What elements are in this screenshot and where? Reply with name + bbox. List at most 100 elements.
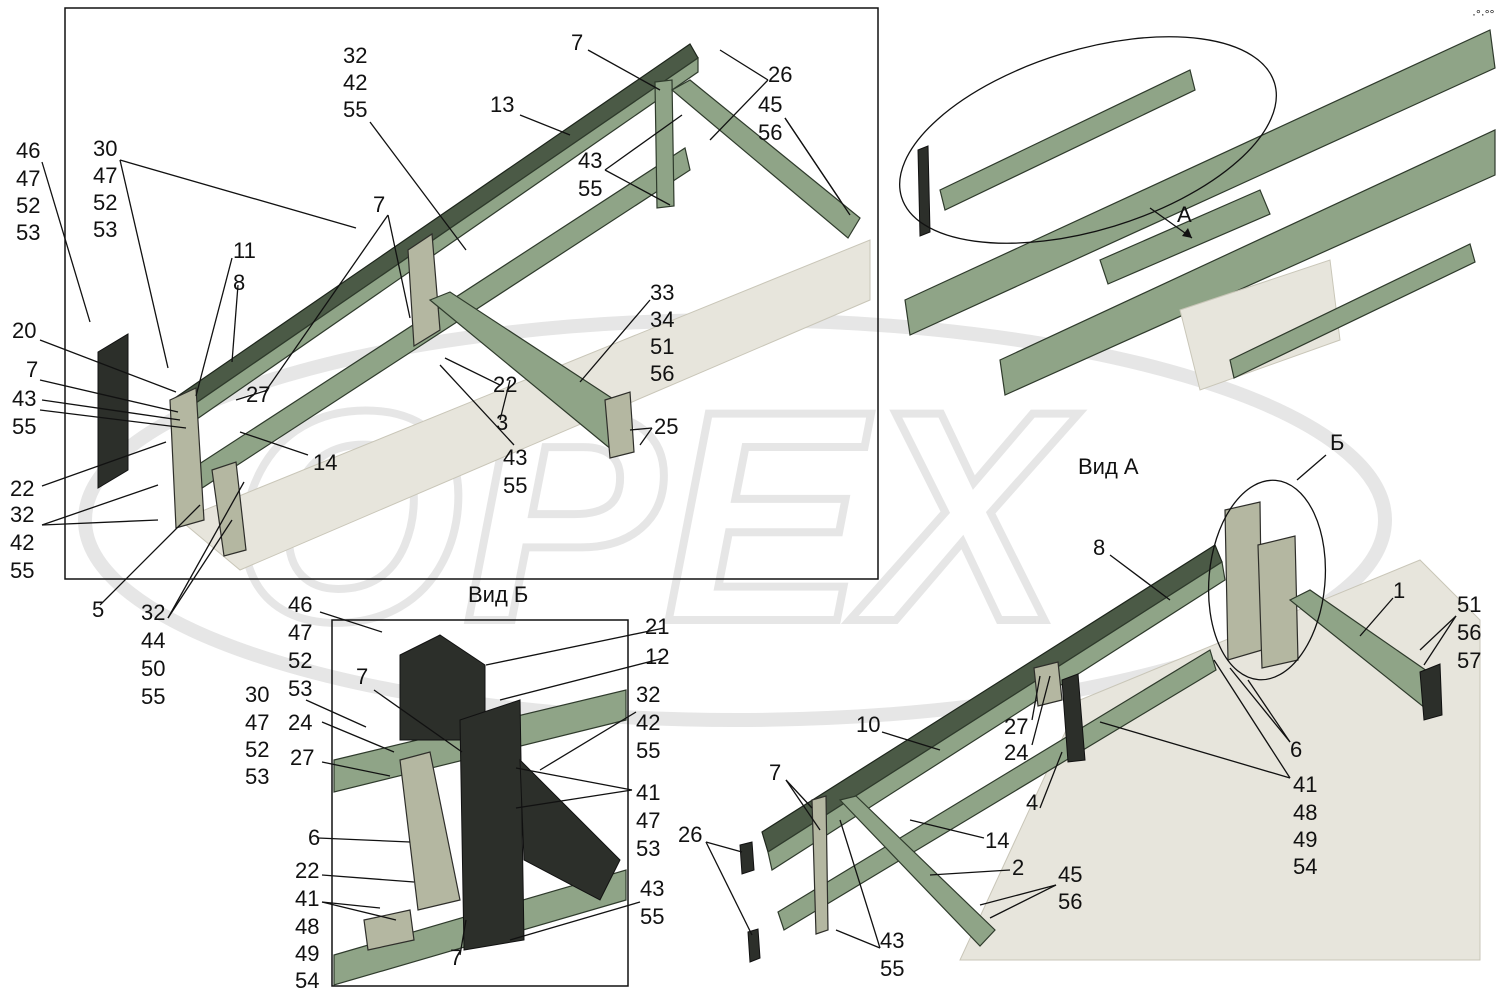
- label-32a: 32: [343, 43, 367, 68]
- label-55c: 55: [12, 414, 36, 439]
- view-b-title: Вид Б: [468, 582, 528, 607]
- label-45b: 45: [1058, 862, 1082, 887]
- label-46b: 46: [288, 592, 312, 617]
- label-47: 47: [16, 166, 40, 191]
- label-55h: 55: [640, 904, 664, 929]
- detail-frame-top-left: [64, 7, 879, 580]
- label-1: 1: [1393, 578, 1405, 603]
- label-7f: 7: [769, 760, 781, 785]
- label-56a: 56: [758, 120, 782, 145]
- label-7d: 7: [356, 664, 368, 689]
- rear-strut-26: [670, 79, 861, 239]
- label-56c: 56: [1457, 620, 1481, 645]
- label-51a: 51: [650, 334, 674, 359]
- label-4: 4: [1026, 790, 1038, 815]
- watermark: OPEX: [78, 313, 1392, 727]
- view-a: Вид А Б: [739, 430, 1481, 963]
- label-52c: 52: [288, 648, 312, 673]
- arrow-a-head: [1182, 228, 1192, 238]
- label-43e: 43: [880, 928, 904, 953]
- label-49a: 49: [295, 941, 319, 966]
- label-24b: 24: [1004, 740, 1028, 765]
- view-a-strut-end: [1419, 663, 1443, 721]
- view-b: Вид Б: [331, 582, 629, 987]
- view-a-middle-bracket-4: [1061, 673, 1086, 763]
- label-47d: 47: [245, 710, 269, 735]
- label-47c: 47: [288, 620, 312, 645]
- label-7e: 7: [450, 945, 462, 970]
- label-32d: 32: [636, 682, 660, 707]
- label-42b: 42: [10, 530, 34, 555]
- label-2: 2: [1012, 855, 1024, 880]
- view-a-strut-2: [838, 795, 996, 947]
- label-25: 25: [654, 414, 678, 439]
- label-11: 11: [233, 238, 256, 263]
- label-52: 52: [16, 193, 40, 218]
- view-b-frame: [331, 619, 629, 987]
- callout-b-leader: [1296, 454, 1327, 481]
- rear-post-7: [654, 79, 675, 209]
- view-a-bracket-21: [1224, 501, 1263, 661]
- label-32c: 32: [141, 600, 165, 625]
- view-a-upper-beam-10-face: [767, 561, 1226, 871]
- label-53b: 53: [93, 217, 117, 242]
- label-43c: 43: [503, 445, 527, 470]
- label-42a: 42: [343, 70, 367, 95]
- label-55a: 55: [343, 97, 367, 122]
- view-a-title: Вид А: [1078, 454, 1139, 479]
- leader-lines: [39, 49, 1457, 956]
- label-43a: 43: [578, 148, 602, 173]
- middle-bracket-7: [407, 232, 441, 348]
- label-5: 5: [92, 597, 104, 622]
- view-a-bracket-plate: [1257, 535, 1299, 669]
- label-53: 53: [16, 220, 40, 245]
- label-55d: 55: [503, 473, 527, 498]
- label-22b: 22: [10, 476, 34, 501]
- chassis-frame-rail-right: [999, 129, 1496, 396]
- label-54a: 54: [295, 968, 319, 993]
- label-14a: 14: [313, 450, 337, 475]
- view-b-vertical-plate-7: [459, 699, 525, 951]
- label-41a: 41: [636, 780, 660, 805]
- view-a-callout-ellipse-b: [1207, 479, 1327, 681]
- label-3: 3: [496, 410, 508, 435]
- label-13: 13: [490, 92, 514, 117]
- label-57: 57: [1457, 648, 1481, 673]
- chassis-rail-faint: [179, 239, 871, 571]
- label-44: 44: [141, 628, 165, 653]
- label-6b: 6: [1290, 737, 1302, 762]
- label-47b: 47: [93, 163, 117, 188]
- label-53c: 53: [288, 676, 312, 701]
- label-27c: 27: [1004, 714, 1028, 739]
- view-b-bracket-21: [399, 634, 486, 741]
- strut-end-plate-25: [604, 391, 635, 459]
- label-12: 12: [645, 644, 669, 669]
- label-21: 21: [645, 614, 669, 639]
- label-56d: 56: [1058, 889, 1082, 914]
- label-51b: 51: [1457, 592, 1481, 617]
- label-52b: 52: [93, 190, 117, 215]
- chassis-frame-rail-left: [904, 29, 1496, 336]
- fuel-tank: [1179, 259, 1341, 391]
- view-a-block-26-top: [739, 841, 755, 875]
- view-a-block-26-bottom: [747, 928, 761, 963]
- label-54b: 54: [1293, 854, 1317, 879]
- label-27a: 27: [246, 382, 270, 407]
- label-55b: 55: [578, 176, 602, 201]
- corner-mark: ·°·°°: [1472, 7, 1495, 21]
- label-20: 20: [12, 318, 36, 343]
- top-right-overview: А ·°·°°: [899, 7, 1496, 396]
- overview-upper-guard: [939, 69, 1196, 211]
- label-26b: 26: [678, 822, 702, 847]
- view-b-foot-plate-41: [363, 909, 415, 951]
- label-30b: 30: [245, 682, 269, 707]
- view-b-strut: [519, 758, 621, 901]
- label-27b: 27: [290, 745, 314, 770]
- mudflap-20: [97, 333, 129, 489]
- label-55i: 55: [880, 956, 904, 981]
- label-30: 30: [93, 136, 117, 161]
- label-24a: 24: [288, 710, 312, 735]
- label-8a: 8: [233, 270, 245, 295]
- label-55f: 55: [141, 684, 165, 709]
